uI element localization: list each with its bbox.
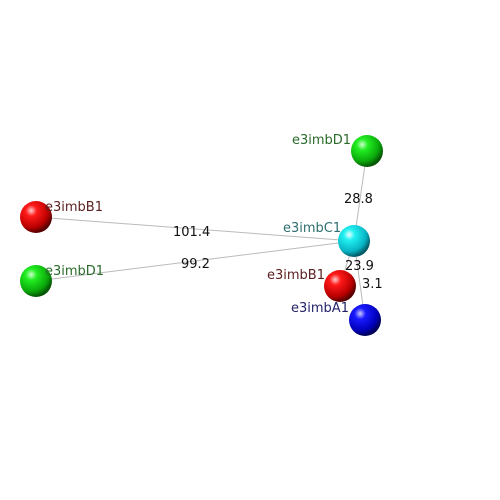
bond-line xyxy=(35,216,355,242)
atom-label: e3imbB1 xyxy=(45,200,103,215)
atom-label: e3imbC1 xyxy=(283,221,341,236)
atom-d1-left[interactable]: e3imbD1 xyxy=(20,264,104,297)
atom-d1-top[interactable]: e3imbD1 xyxy=(292,133,383,167)
atom-sphere[interactable] xyxy=(351,135,383,167)
bond-line xyxy=(35,240,355,282)
atom-label: e3imbA1 xyxy=(291,301,349,316)
distance-label: 23.9 xyxy=(345,259,374,274)
distance-label: 3.1 xyxy=(362,277,383,292)
distance-label: 28.8 xyxy=(344,192,373,207)
atom-c1[interactable]: e3imbC1 xyxy=(283,221,370,257)
atom-b1-mid[interactable]: e3imbB1 xyxy=(267,268,356,302)
atom-label: e3imbD1 xyxy=(292,133,351,148)
distance-label: 101.4 xyxy=(173,225,210,240)
distance-labels-layer: 28.8 101.4 99.2 23.9 3.1 xyxy=(173,192,383,292)
distance-label: 99.2 xyxy=(181,257,210,272)
atom-sphere[interactable] xyxy=(20,265,52,297)
atoms-layer: e3imbD1 e3imbC1 e3imbB1 e3imbD1 e3imbB1 e3imb… xyxy=(20,133,383,336)
atom-label: e3imbB1 xyxy=(267,268,325,283)
atom-sphere[interactable] xyxy=(20,201,52,233)
atom-sphere[interactable] xyxy=(349,304,381,336)
atom-b1-left[interactable]: e3imbB1 xyxy=(20,200,103,233)
atom-label: e3imbD1 xyxy=(45,264,104,279)
atom-a1[interactable]: e3imbA1 xyxy=(291,301,381,336)
atom-sphere[interactable] xyxy=(338,225,370,257)
atom-sphere[interactable] xyxy=(324,270,356,302)
